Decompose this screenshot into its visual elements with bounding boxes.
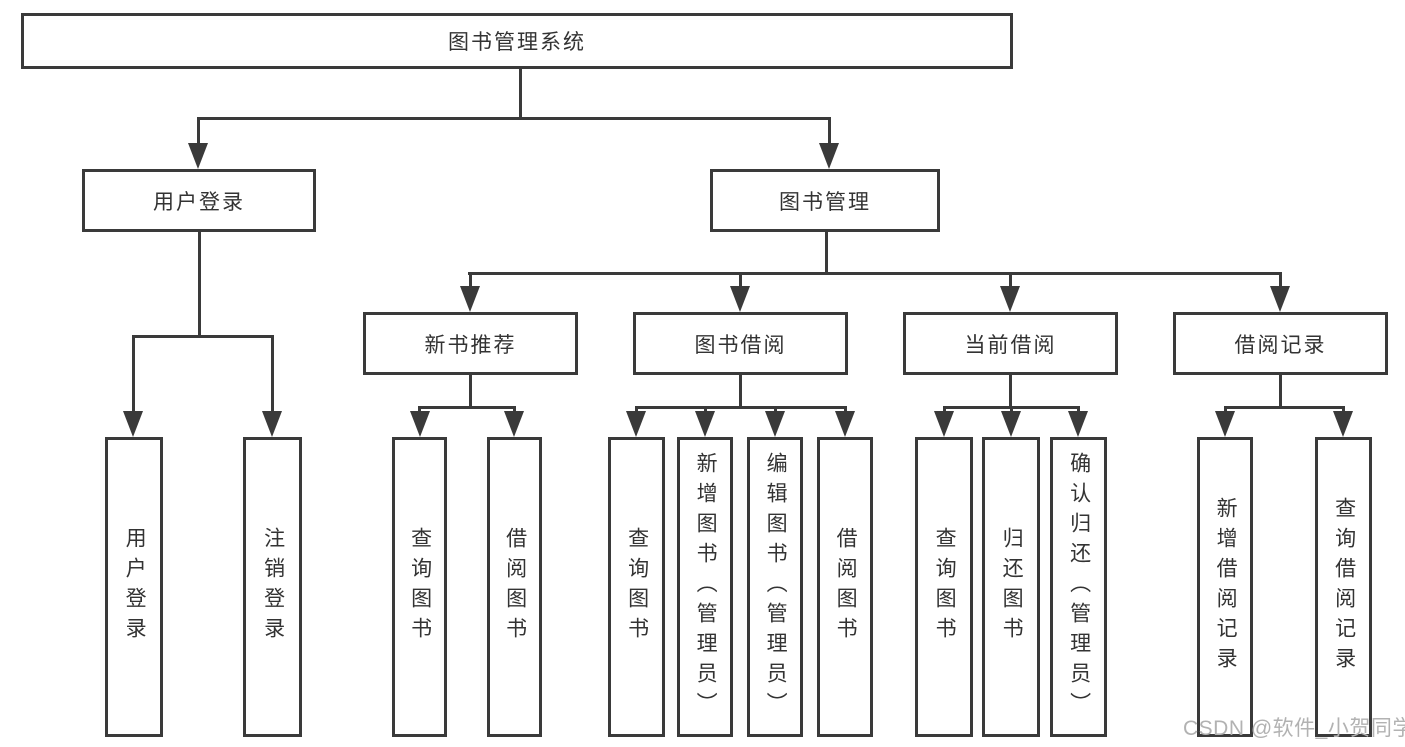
node-label: 新增图书（管理员） <box>694 452 718 722</box>
connector-stem-borrow-record <box>1279 272 1282 290</box>
node-root: 图书管理系统 <box>21 13 1013 69</box>
node-label: 图书借阅 <box>694 333 787 357</box>
node-user-login: 用户登录 <box>82 169 316 232</box>
node-leaf-query-books-1: 查询图书 <box>392 437 447 737</box>
node-leaf-edit-book-admin: 编辑图书（管理员） <box>747 437 803 737</box>
connector-borrow-record-branch <box>1224 406 1345 409</box>
node-label: 用户登录 <box>153 190 245 214</box>
arrowhead-leaf-icon <box>1001 411 1021 437</box>
connector-stem-current-borrow <box>1009 272 1012 290</box>
arrowhead-leaf-icon <box>1068 411 1088 437</box>
arrowhead-leaf-icon <box>1333 411 1353 437</box>
node-label: 用户登录 <box>123 527 147 647</box>
node-label: 图书管理系统 <box>448 31 586 54</box>
node-label: 当前借阅 <box>964 333 1057 357</box>
arrowhead-leaf-logout-icon <box>262 411 282 437</box>
node-label: 借阅图书 <box>834 527 858 647</box>
connector-user-login-branch <box>132 335 274 338</box>
arrowhead-leaf-icon <box>765 411 785 437</box>
arrowhead-borrow-record-icon <box>1270 286 1290 312</box>
node-label: 查询图书 <box>625 527 649 647</box>
connector-book-borrow-branch <box>635 406 846 409</box>
node-label: 注销登录 <box>261 527 285 647</box>
node-label: 编辑图书（管理员） <box>764 452 788 722</box>
connector-user-login-trunk <box>198 230 201 337</box>
node-label: 查询图书 <box>408 527 432 647</box>
node-label: 确认归还（管理员） <box>1067 452 1091 722</box>
arrowhead-leaf-icon <box>1215 411 1235 437</box>
connector-current-borrow-trunk <box>1009 373 1012 408</box>
connector-borrow-record-trunk <box>1279 373 1282 408</box>
node-leaf-query-borrow-record: 查询借阅记录 <box>1315 437 1372 737</box>
connector-book-mgmt-trunk <box>825 230 828 274</box>
node-leaf-query-books-3: 查询图书 <box>915 437 973 737</box>
arrowhead-leaf-user-login-icon <box>123 411 143 437</box>
node-leaf-borrow-books-1: 借阅图书 <box>487 437 542 737</box>
connector-book-borrow-trunk <box>739 373 742 408</box>
node-label: 归还图书 <box>1000 527 1024 647</box>
arrowhead-current-borrow-icon <box>1000 286 1020 312</box>
node-label: 借阅记录 <box>1234 333 1327 357</box>
node-leaf-add-borrow-record: 新增借阅记录 <box>1197 437 1253 737</box>
node-label: 图书管理 <box>779 190 871 214</box>
arrowhead-leaf-icon <box>410 411 430 437</box>
connector-stem-user-login <box>197 117 200 147</box>
node-leaf-add-book-admin: 新增图书（管理员） <box>677 437 733 737</box>
arrowhead-leaf-icon <box>835 411 855 437</box>
node-book-borrow: 图书借阅 <box>633 312 848 375</box>
node-leaf-return-books: 归还图书 <box>982 437 1040 737</box>
connector-new-book-branch <box>418 406 516 409</box>
connector-stem-book-borrow <box>739 272 742 290</box>
node-label: 查询图书 <box>933 527 957 647</box>
node-label: 借阅图书 <box>503 527 527 647</box>
node-label: 查询借阅记录 <box>1332 497 1356 677</box>
node-borrow-record: 借阅记录 <box>1173 312 1388 375</box>
node-label: 新书推荐 <box>424 333 517 357</box>
arrowhead-leaf-icon <box>934 411 954 437</box>
node-book-mgmt: 图书管理 <box>710 169 940 232</box>
arrowhead-book-mgmt-icon <box>819 143 839 169</box>
connector-stem-leaf-user-login <box>132 335 135 415</box>
connector-stem-book-mgmt <box>828 117 831 147</box>
node-label: 新增借阅记录 <box>1214 497 1238 677</box>
node-leaf-query-books-2: 查询图书 <box>608 437 665 737</box>
connector-root-trunk <box>519 67 522 119</box>
arrowhead-new-book-icon <box>460 286 480 312</box>
connector-new-book-trunk <box>469 373 472 408</box>
connector-stem-new-book <box>469 272 472 290</box>
arrowhead-user-login-icon <box>188 143 208 169</box>
node-leaf-logout: 注销登录 <box>243 437 302 737</box>
csdn-watermark: CSDN @软件_小贺同学 <box>1183 717 1405 740</box>
arrowhead-book-borrow-icon <box>730 286 750 312</box>
connector-level2-branch <box>197 117 831 120</box>
arrowhead-leaf-icon <box>695 411 715 437</box>
node-current-borrow: 当前借阅 <box>903 312 1118 375</box>
connector-stem-leaf-logout <box>271 335 274 415</box>
arrowhead-leaf-icon <box>504 411 524 437</box>
node-leaf-confirm-return-admin: 确认归还（管理员） <box>1050 437 1107 737</box>
node-leaf-user-login: 用户登录 <box>105 437 163 737</box>
arrowhead-leaf-icon <box>626 411 646 437</box>
connector-level3-branch <box>468 272 1282 275</box>
node-leaf-borrow-books-2: 借阅图书 <box>817 437 873 737</box>
node-new-book-recommend: 新书推荐 <box>363 312 578 375</box>
